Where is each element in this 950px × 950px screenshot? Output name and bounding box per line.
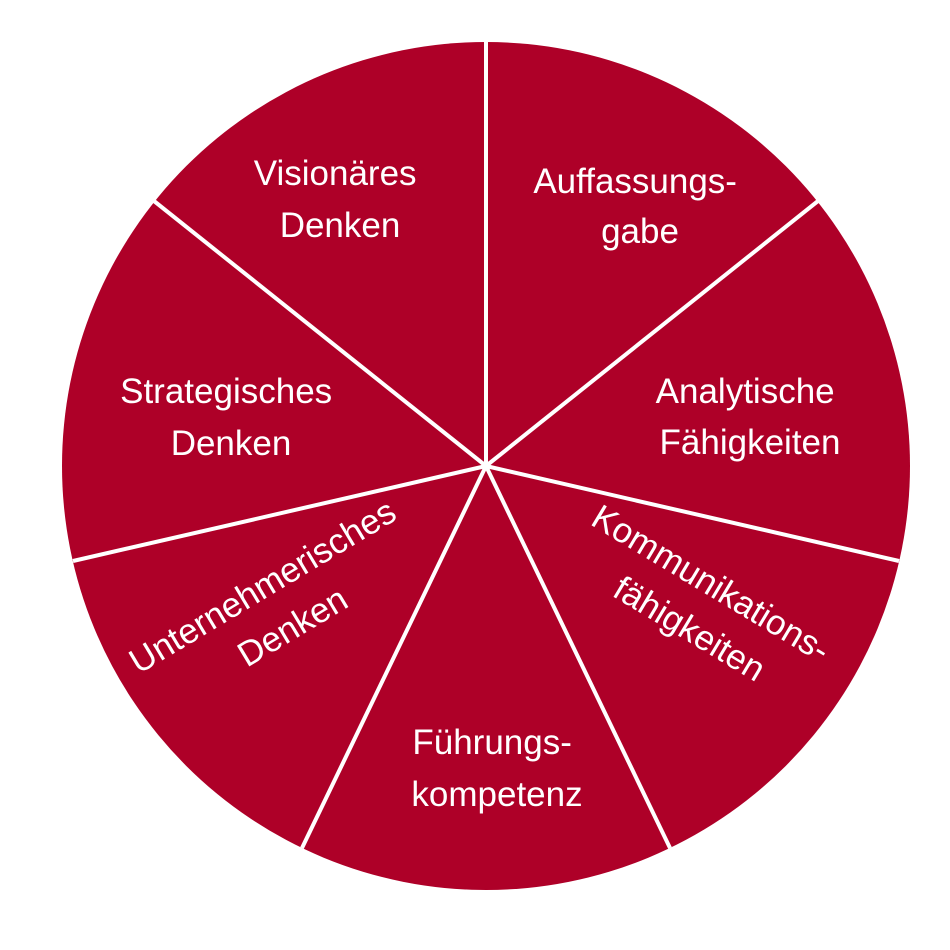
svg-text:Analytische Fähigkeiten: Analytische Fähigkeiten (656, 372, 845, 462)
segment-fuehrungskompetenz: Führungs- kompetenz (411, 723, 582, 814)
divider-line (485, 464, 900, 563)
divider-lines (72, 40, 900, 849)
divider-line (152, 199, 488, 468)
svg-text:Führungs- kompetenz: Führungs- kompetenz (411, 723, 582, 814)
segment-label-line: Analytische (656, 372, 835, 411)
segment-visionaeres-denken: Visionäres Denken (254, 154, 427, 245)
divider-line (300, 465, 488, 849)
svg-text:Visionäres Denken: Visionäres Denken (254, 154, 427, 245)
segment-label-line: Denken (280, 206, 401, 245)
svg-text:Auffassungs- gabe: Auffassungs- gabe (533, 162, 746, 251)
svg-text:Strategisches Denken: Strategisches Denken (120, 372, 342, 463)
divider-line (72, 464, 487, 563)
segment-label-line: Visionäres (254, 154, 417, 193)
segment-analytische-faehigkeiten: Analytische Fähigkeiten (656, 372, 845, 462)
segment-label-line: Führungs- (412, 723, 572, 762)
segment-auffassungsgabe: Auffassungs- gabe (533, 162, 746, 251)
segment-label-line: kompetenz (411, 775, 582, 814)
divider-line (484, 465, 672, 849)
segment-label-line: Fähigkeiten (660, 423, 841, 462)
segment-label-line: Auffassungs- (533, 162, 737, 201)
segment-label-line: Strategisches (120, 372, 332, 411)
segment-label-line: gabe (601, 212, 679, 251)
divider-line (484, 199, 820, 468)
segment-label-line: Denken (171, 424, 292, 463)
segment-strategisches-denken: Strategisches Denken (120, 372, 342, 463)
